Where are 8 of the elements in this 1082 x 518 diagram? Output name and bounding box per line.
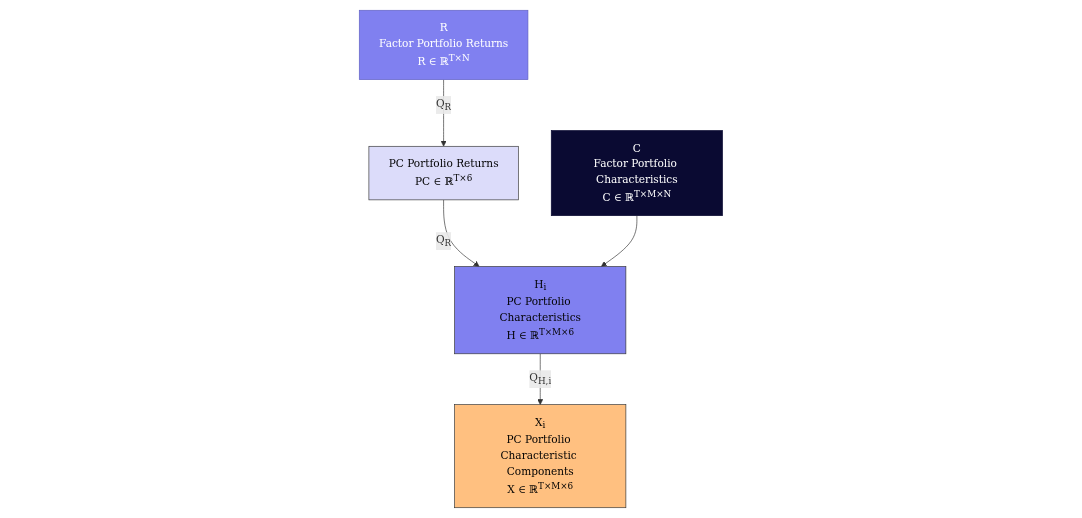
node-box: C Factor Portfolio Characteristics C ∈ ℝ$^{T×M×N}$ [551,130,723,216]
node-box: R Factor Portfolio Returns R ∈ ℝ$^{T×N}$ [359,9,529,80]
node-box: X$_{i}$ PC Portfolio Characteristic Components X ∈ ℝ$^{T×M×6}$ [454,404,627,509]
edge-label: Q$_{R}$ [436,97,452,113]
node-box: PC Portfolio Returns PC ∈ ℝ$^{T×6}$ [368,145,519,201]
node-box: H$_{i}$ PC Portfolio Characteristics H ∈ ℝ$^{T×M×6}$ [454,266,627,355]
edge-label: Q$_{H,i}$ [529,371,552,387]
edge-label: Q$_{R}$ [436,233,452,249]
